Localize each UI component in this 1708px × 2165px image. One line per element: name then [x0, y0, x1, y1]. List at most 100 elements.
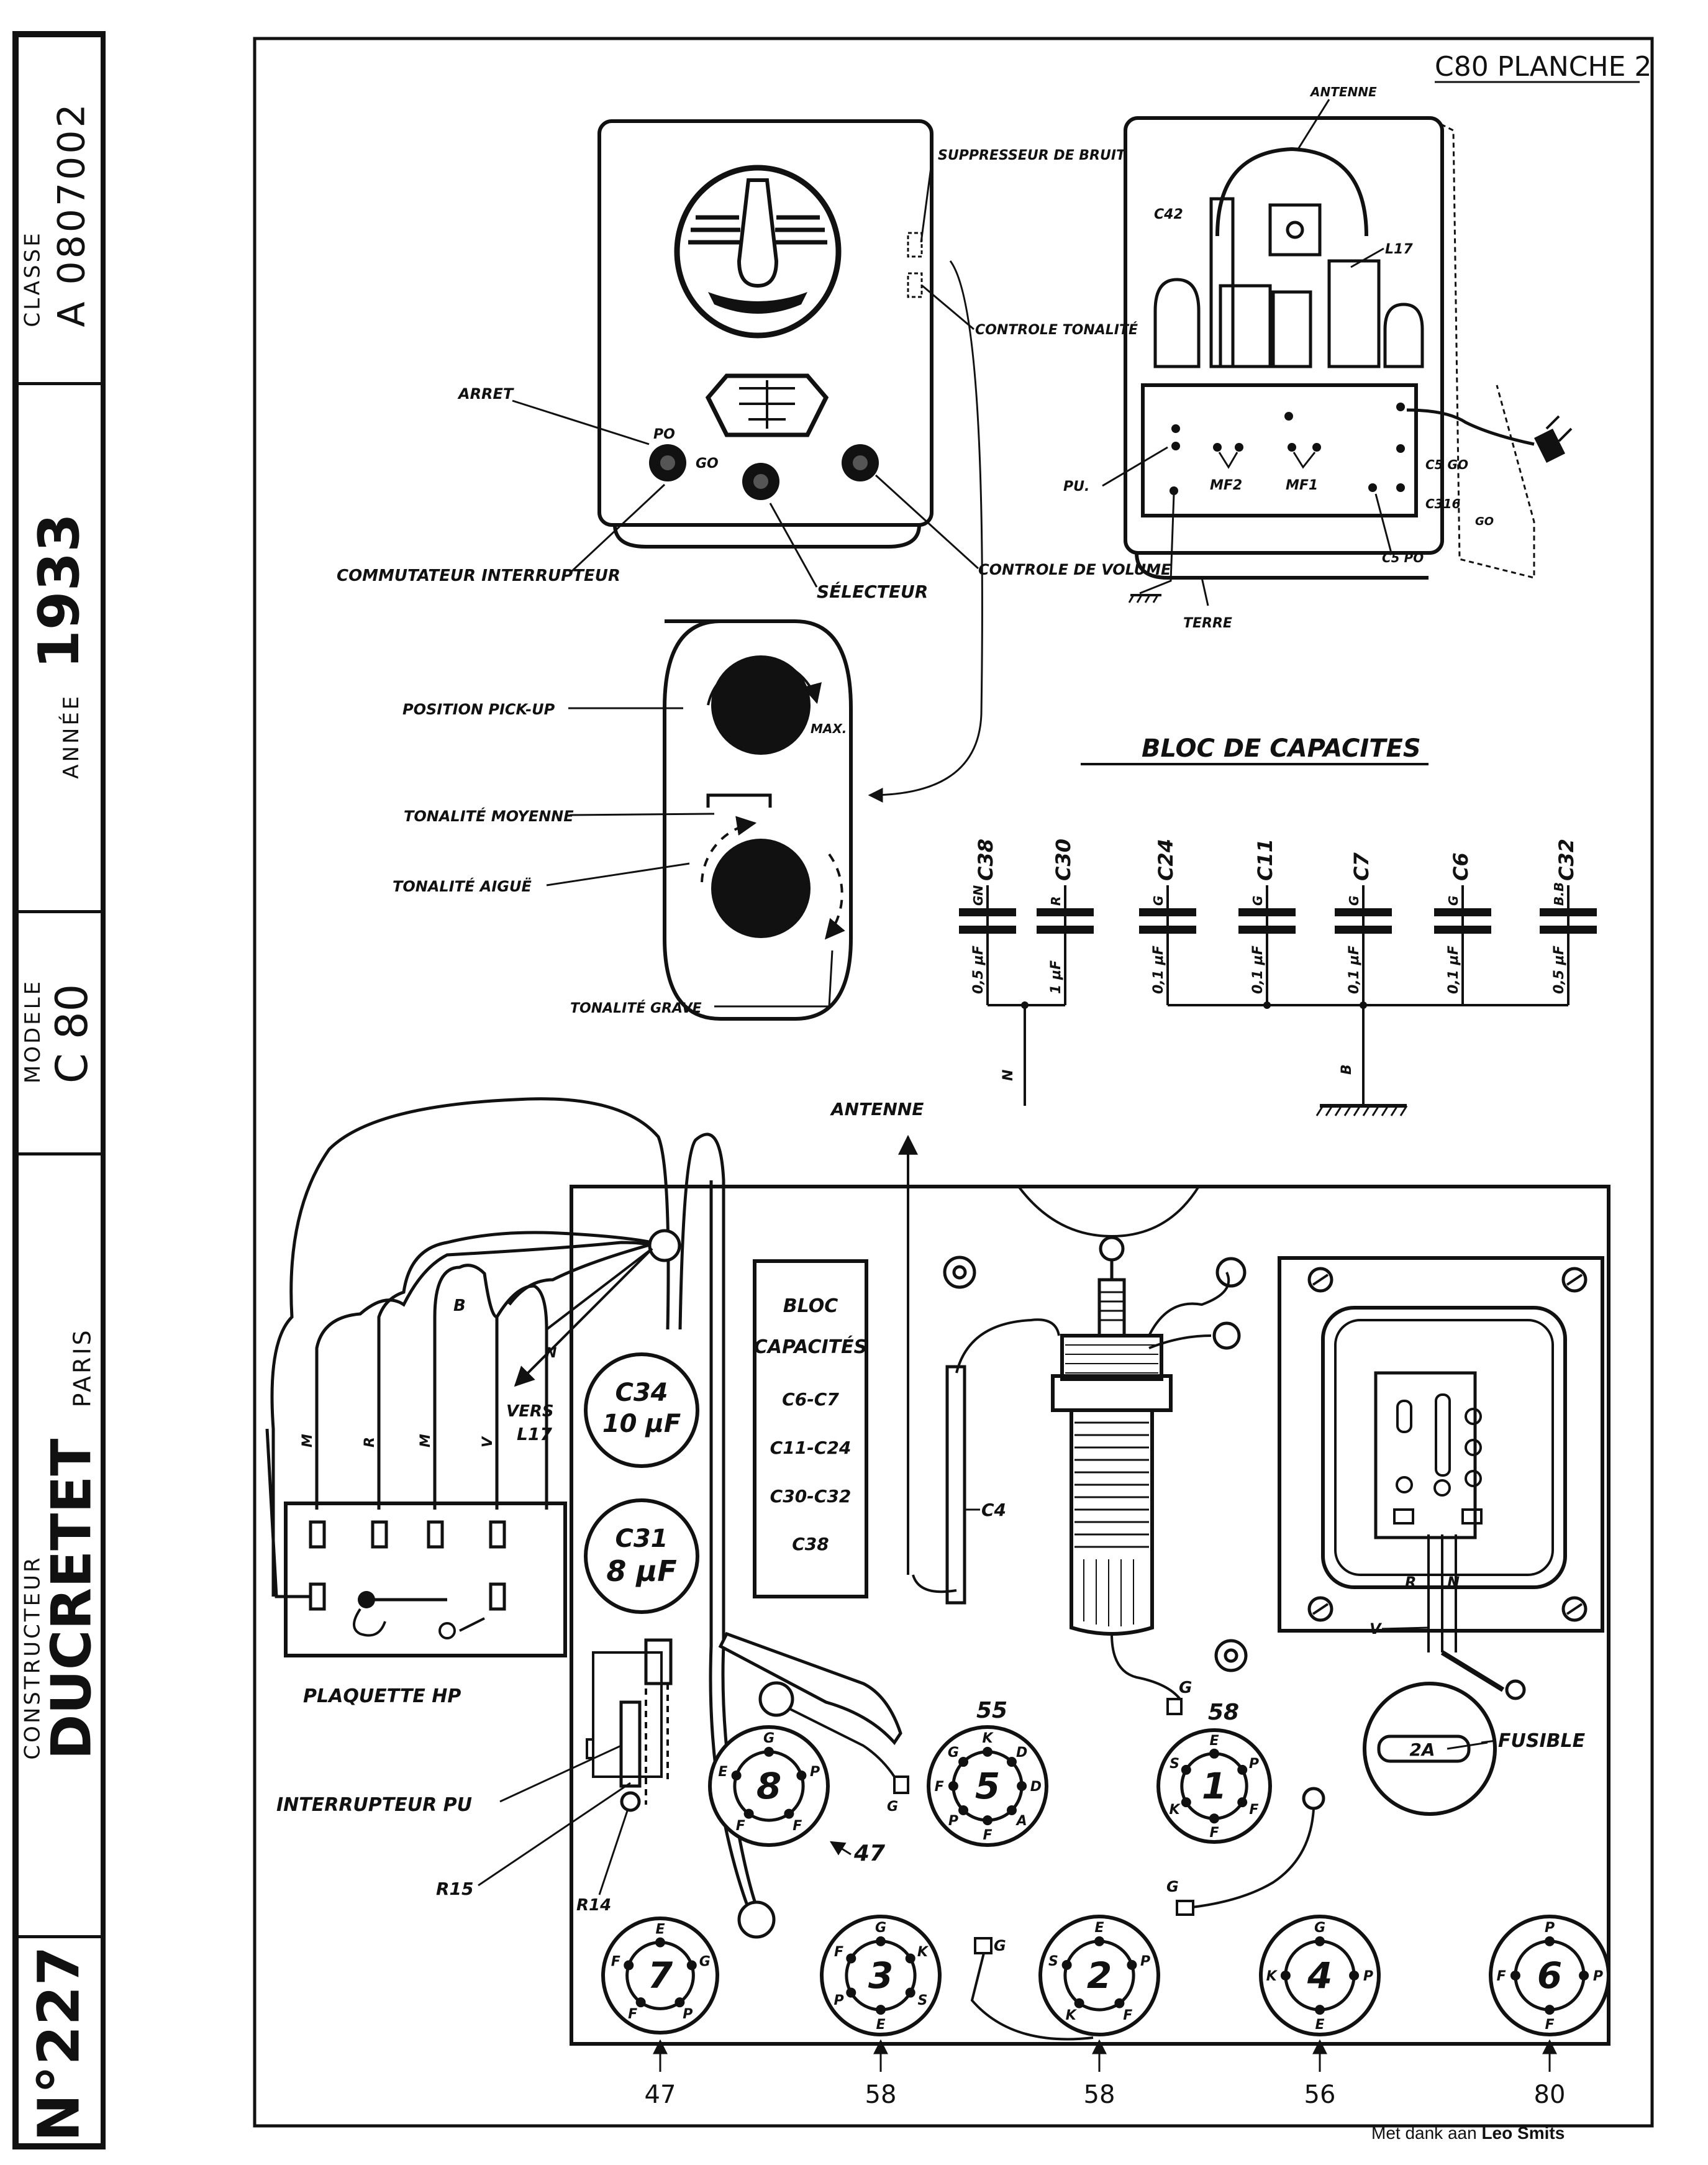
- bloc-capacites-box: [753, 1259, 868, 1598]
- socket-pin: [743, 1808, 754, 1819]
- rear-pu-label: PU.: [1063, 479, 1089, 495]
- rear-cabinet: [1124, 116, 1444, 555]
- label-tonalite-grave: TONALITÉ GRAVE: [570, 1000, 702, 1016]
- socket-pin: [1006, 1805, 1017, 1815]
- c34-name: C34: [615, 1379, 668, 1407]
- credit-name: Leo Smits: [1481, 2123, 1565, 2143]
- label-po: PO: [653, 427, 675, 442]
- socket-pin-label: E: [1315, 2017, 1324, 2033]
- socket-pin: [624, 1960, 634, 1971]
- socket-pin-label: P: [1363, 1969, 1373, 1984]
- capacitor-value: 0,1 μF: [1250, 946, 1266, 994]
- socket3-g-label: G: [994, 1937, 1006, 1954]
- credit: Met dank aan Leo Smits: [1371, 2123, 1565, 2143]
- coil-g-label: G: [1179, 1679, 1192, 1697]
- sidebar-divider: [19, 382, 101, 385]
- sidebar-divider: [19, 1152, 101, 1155]
- socket-pin: [1510, 1971, 1520, 1980]
- diagram-frame: [253, 37, 1654, 2128]
- transformer-r-label: R: [1405, 1574, 1416, 1591]
- socket-pin-label: P: [834, 1993, 843, 2008]
- resistor-c4: [945, 1365, 966, 1605]
- rear-mf1-label: MF1: [1286, 478, 1318, 493]
- socket-pin-label: F: [834, 1944, 843, 1960]
- capacitor-value: 0,1 μF: [1446, 946, 1461, 994]
- socket-pin-label: G: [699, 1954, 711, 1970]
- fuse: [1377, 1734, 1471, 1763]
- socket-number: 7: [648, 1954, 673, 1997]
- capacitor-name: C6: [1449, 852, 1473, 881]
- plaquette-wire-label: V: [480, 1436, 496, 1447]
- chassis-view: ANTENNE B N VERS L17: [265, 1097, 1610, 2109]
- socket-pin-label: D: [1016, 1745, 1027, 1761]
- bottom-tube-type-label: 58: [865, 2081, 897, 2109]
- socket-pin: [1127, 1959, 1137, 1970]
- chassis-vers-label: VERS: [506, 1402, 554, 1421]
- socket-pin-label: K: [1266, 1969, 1278, 1984]
- socket-pin-label: F: [1545, 2017, 1554, 2033]
- capacitor-name: C30: [1052, 839, 1075, 881]
- socket-pin-label: P: [1140, 1954, 1150, 1969]
- capacitor-c34: [584, 1352, 699, 1468]
- socket-pin-label: P: [1593, 1969, 1603, 1984]
- socket-pin-label: K: [982, 1731, 994, 1746]
- capacitor-color-code: GN: [971, 885, 986, 906]
- capacitor-name: C24: [1154, 839, 1178, 881]
- speaker-grille: [674, 165, 842, 339]
- socket-pin: [1181, 1764, 1191, 1775]
- socket-pin-label: G: [1314, 1920, 1325, 1936]
- socket-pin-label: F: [983, 1828, 992, 1843]
- transformer-n-label: N: [1447, 1574, 1460, 1591]
- label-selecteur: SÉLECTEUR: [817, 581, 928, 602]
- socket-pin: [1114, 1998, 1125, 2008]
- socket-number: 3: [868, 1954, 893, 1997]
- power-transformer: [1278, 1256, 1604, 1700]
- bloc-line: C30-C32: [770, 1486, 852, 1506]
- rear-mf2-label: MF2: [1210, 478, 1242, 493]
- plate-title: C80 PLANCHE 2: [1435, 51, 1651, 83]
- rear-tube: [1153, 278, 1201, 368]
- socket-pin-label: E: [876, 2017, 885, 2033]
- label-interrupteur-pu: INTERRUPTEUR PU: [276, 1794, 472, 1816]
- rear-terre-label: TERRE: [1183, 616, 1232, 631]
- socket-pin: [905, 1953, 915, 1964]
- bottom-tube-type-label: 56: [1304, 2081, 1336, 2109]
- pickup-g-label: G: [887, 1799, 898, 1815]
- socket-number: 1: [1202, 1765, 1227, 1807]
- label-r15: R15: [436, 1879, 474, 1899]
- fuse-rating: 2A: [1409, 1739, 1435, 1760]
- c31-name: C31: [615, 1525, 668, 1553]
- socket-pin-label: G: [948, 1745, 959, 1761]
- label-controle-tonalite: CONTROLE TONALITÉ: [975, 322, 1138, 338]
- tube-58-label: 58: [1208, 1700, 1239, 1725]
- socket-pin: [905, 1987, 915, 1998]
- socket-pin-label: A: [1015, 1813, 1027, 1829]
- socket-pin-label: E: [655, 1922, 665, 1938]
- socket-number: 2: [1087, 1954, 1112, 1997]
- label-tonalite-moyenne: TONALITÉ MOYENNE: [404, 807, 574, 825]
- socket-pin-label: G: [875, 1920, 886, 1936]
- cabinet-outline: [597, 119, 933, 527]
- capacitor-color-code: G: [1446, 896, 1461, 906]
- rear-antenne-label: ANTENNE: [1309, 84, 1377, 99]
- socket-pin: [1349, 1971, 1360, 1980]
- socket-pin: [1579, 1971, 1589, 1980]
- bloc-line: BLOC: [783, 1295, 838, 1317]
- cap-wire-n-label: N: [1001, 1070, 1016, 1081]
- bottom-tube-type-label: 47: [645, 2081, 676, 2109]
- socket-number: 4: [1307, 1954, 1332, 1997]
- socket-pin-label: D: [1030, 1779, 1042, 1795]
- socket-pin: [1237, 1797, 1248, 1808]
- label-r14: R14: [576, 1896, 611, 1915]
- rear-c316-label: C316: [1425, 496, 1461, 511]
- capacitor-name: C7: [1350, 852, 1373, 881]
- socket-pin-label: E: [1209, 1733, 1219, 1749]
- fuse-holder: [1363, 1682, 1497, 1816]
